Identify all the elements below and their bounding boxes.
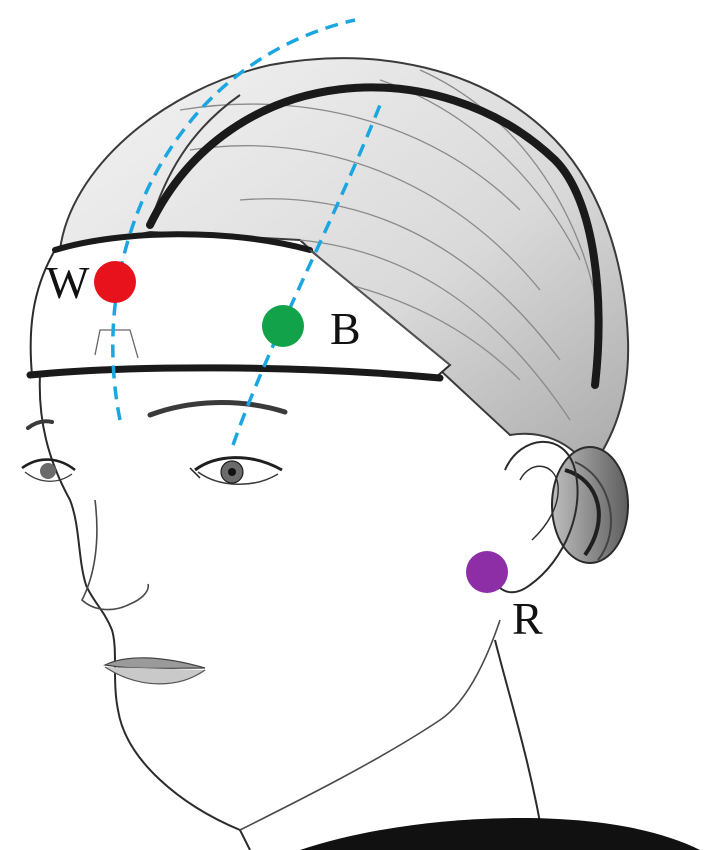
electrode-r-label: R bbox=[512, 593, 543, 644]
electrode-r-dot bbox=[466, 551, 508, 593]
electrode-b-dot bbox=[262, 305, 304, 347]
electrode-b-label: B bbox=[330, 303, 361, 354]
electrode-w-label: W bbox=[46, 257, 90, 308]
electrode-w-dot bbox=[94, 261, 136, 303]
